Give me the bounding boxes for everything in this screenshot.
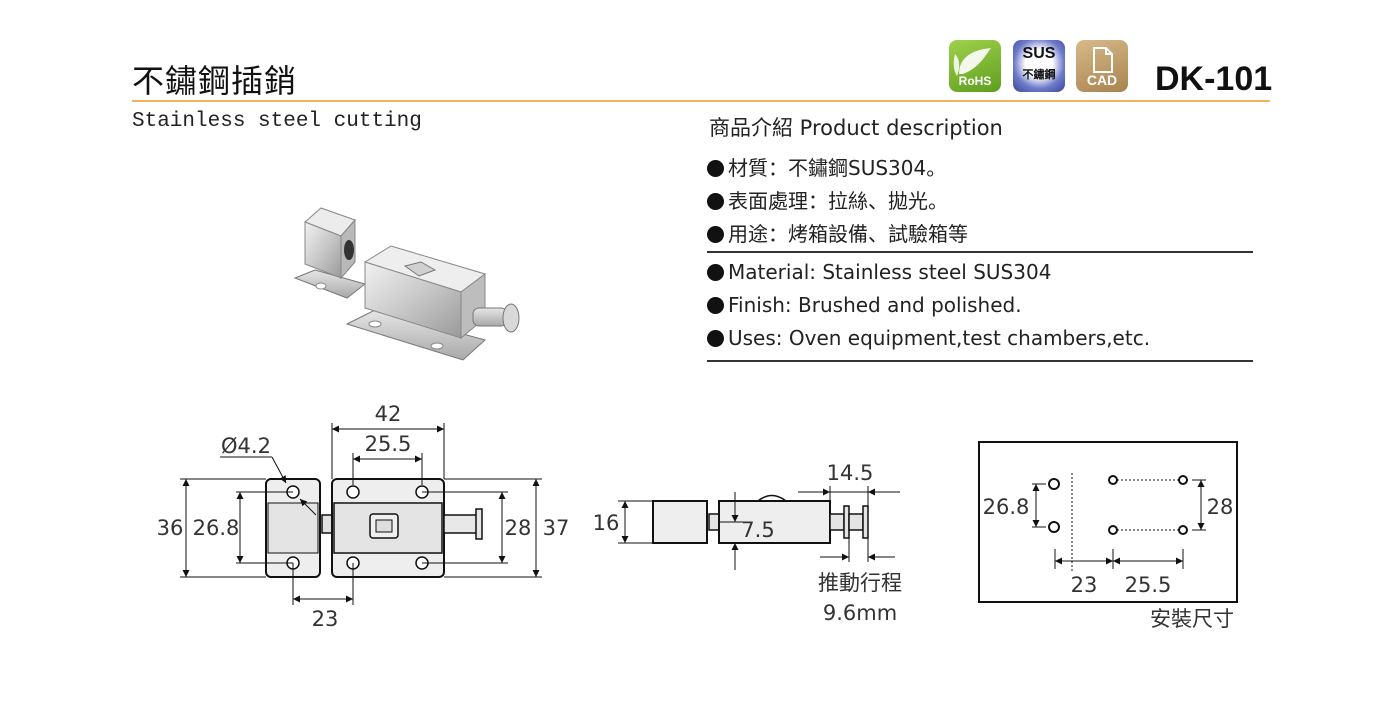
description-divider (707, 251, 1253, 253)
mounting-caption: 安裝尺寸 (1150, 607, 1234, 631)
zh-item-text: 材質：不鏽鋼SUS304。 (728, 156, 947, 180)
en-item-finish: Finish: Brushed and polished. (707, 293, 1022, 317)
cad-label: CAD (1086, 72, 1118, 88)
dim-left-hole-spacing: 26.8 (193, 516, 240, 540)
zh-item-finish: 表面處理：拉絲、拋光。 (707, 185, 948, 214)
cad-badge-icon: CAD (1076, 40, 1128, 92)
file-icon (1093, 47, 1113, 73)
en-item-text: Uses: Oven equipment,test chambers,etc. (728, 326, 1151, 350)
en-item-uses: Uses: Oven equipment,test chambers,etc. (707, 326, 1150, 350)
bullet-icon (707, 330, 724, 347)
bullet-icon (707, 264, 724, 281)
page-title: 不鏽鋼插銷 (132, 62, 298, 100)
bullet-icon (707, 226, 724, 243)
model-number: DK-101 (1155, 60, 1273, 98)
dim-right-hole-spacing: 28 (505, 516, 532, 540)
sus-badge-icon: SUS 不鏽鋼 (1013, 40, 1065, 92)
leaf-icon (953, 48, 991, 76)
zh-item-text: 用途：烤箱設備、試驗箱等 (728, 222, 968, 246)
sus-label: SUS (1022, 45, 1056, 62)
dim-protrusion: 14.5 (827, 461, 874, 485)
bullet-icon (707, 193, 724, 210)
page-subtitle: Stainless steel cutting (132, 110, 422, 133)
en-item-text: Material: Stainless steel SUS304 (728, 260, 1052, 284)
dim-right-height: 37 (543, 516, 570, 540)
side-view-drawing: 16 7.5 14.5 推動行程 9.6mm (593, 461, 902, 625)
dim-bottom-offset: 23 (312, 607, 339, 631)
product-photo (293, 207, 520, 361)
rohs-badge-icon: RoHS (949, 40, 1001, 92)
bullet-icon (707, 297, 724, 314)
title-divider (132, 100, 1270, 102)
dim-left-height: 36 (157, 516, 184, 540)
mount-right-spacing: 28 (1207, 495, 1234, 519)
bullet-icon (707, 160, 724, 177)
rohs-label: RoHS (958, 74, 992, 88)
stroke-value: 9.6mm (823, 601, 897, 625)
description-divider (707, 360, 1253, 362)
mount-left-spacing: 26.8 (983, 495, 1030, 519)
dim-overall-width: 42 (375, 402, 402, 426)
dim-hole-spacing: 25.5 (365, 432, 412, 456)
dim-side-height: 16 (593, 511, 620, 535)
description-heading: 商品介紹 Product description (709, 116, 1003, 140)
zh-item-uses: 用途：烤箱設備、試驗箱等 (707, 218, 968, 247)
dim-hole-diameter: Ø4.2 (221, 434, 271, 458)
en-item-material: Material: Stainless steel SUS304 (707, 260, 1051, 284)
sus-sublabel: 不鏽鋼 (1022, 69, 1056, 81)
stroke-label: 推動行程 (818, 571, 902, 595)
mounting-diagram: 26.8 28 23 25.5 安裝尺寸 (978, 441, 1238, 631)
zh-item-material: 材質：不鏽鋼SUS304。 (707, 152, 946, 181)
mounting-frame (978, 441, 1238, 603)
mount-offset: 23 (1071, 573, 1098, 597)
mount-hole-spacing: 25.5 (1125, 573, 1172, 597)
en-item-text: Finish: Brushed and polished. (728, 293, 1022, 317)
zh-item-text: 表面處理：拉絲、拋光。 (728, 189, 948, 213)
front-view-drawing: 42 25.5 Ø4.2 36 26.8 28 37 23 (157, 402, 570, 631)
dim-center-height: 7.5 (741, 518, 774, 542)
